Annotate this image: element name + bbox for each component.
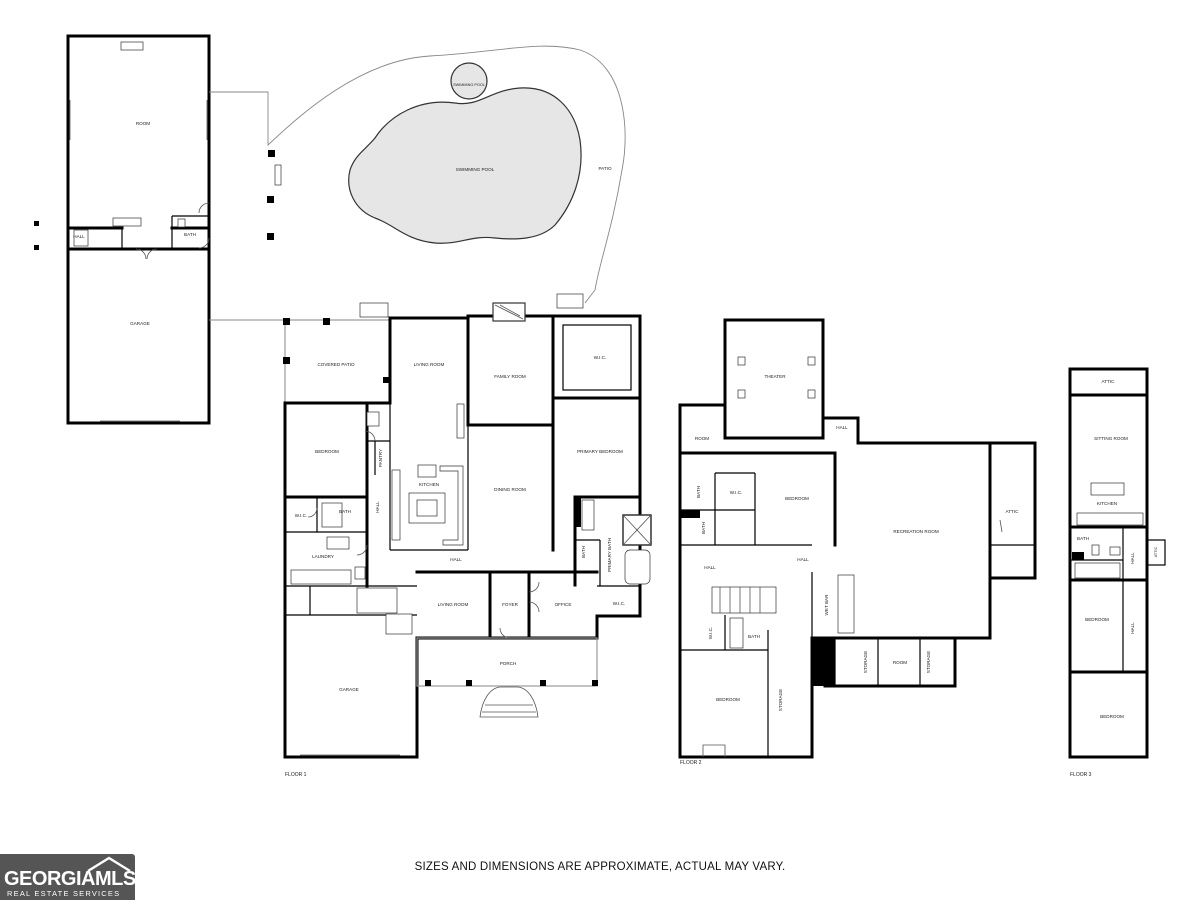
logo-tagline: REAL ESTATE SERVICES [7,889,121,898]
wic-label: W.I.C. [730,490,743,495]
attic-label: ATTIC [1102,379,1116,384]
hall-label: HALL [375,501,380,513]
covered-patio-label: COVERED PATIO [317,362,355,367]
hall-label: HALL [73,234,85,239]
bath-label: BATH [1077,536,1089,541]
bedroom-lower-label: BEDROOM [1100,714,1124,719]
floor-1: COVERED PATIO LIVING ROOM FAMILY ROOM W.… [283,293,652,778]
floor-2-label: FLOOR 2 [680,760,702,766]
wic-primary-label: W.I.C. [594,355,607,360]
primary-bath-label: PRIMARY BATH [607,538,612,572]
kitchen-label: KITCHEN [1097,501,1117,506]
bedroom-label: BEDROOM [785,496,809,501]
hall-label: HALL [704,565,716,570]
living-room-front-label: LIVING ROOM [438,602,469,607]
bath-label: BATH [184,232,196,237]
garage-label: GARAGE [339,687,359,692]
theater-label: THEATER [764,374,786,379]
hall-top-label: HALL [836,425,848,430]
living-room-label: LIVING ROOM [414,362,445,367]
attic-label: ATTIC [1006,509,1020,514]
storage-2-label: STORAGE [926,651,931,673]
logo-name: GEORGIAMLS [4,868,136,890]
wic-label: W.I.C. [295,513,308,518]
floor-3-label: FLOOR 3 [1070,772,1092,778]
outdoor-area: SWIMMING POOL SWIMMING POOL PATIO [209,45,626,321]
room-label: ROOM [136,121,150,126]
wic-lower-label: W.I.C. [708,627,713,640]
wet-bar-label: WET BAR [824,594,829,616]
dining-room-label: DINING ROOM [494,487,526,492]
garage-label: GARAGE [130,321,150,326]
bath-label: BATH [339,509,351,514]
bath-lower-label: BATH [701,522,706,534]
georgia-mls-logo: GEORGIAMLS REAL ESTATE SERVICES [0,854,136,900]
porch-label: PORCH [500,661,517,666]
hall-center-label: HALL [797,557,809,562]
bath-3-label: BATH [748,634,760,639]
large-pool [348,87,582,244]
outbuilding: ROOM GARAGE HALL BATH [34,34,211,425]
family-room-label: FAMILY ROOM [494,374,526,379]
primary-bedroom-label: PRIMARY BEDROOM [577,449,623,454]
room-small-label: ROOM [893,660,907,665]
bath-label: BATH [696,486,701,498]
laundry-label: LAUNDRY [312,554,334,559]
attic-side-label: ATTIC [1154,546,1158,557]
hall-center-label: HALL [450,557,462,562]
floor-3: ATTIC SITTING ROOM KITCHEN BATH HALL ATT… [1068,367,1166,778]
bedroom-lower-label: BEDROOM [716,697,740,702]
disclaimer-text: SIZES AND DIMENSIONS ARE APPROXIMATE, AC… [414,861,786,873]
house-icon [87,856,131,872]
floor-2: THEATER ROOM HALL BATH W.I.C. BEDROOM BA… [678,318,1037,766]
patio-label: PATIO [598,166,612,171]
bedroom-label: BEDROOM [1085,617,1109,622]
kitchen-label: KITCHEN [419,482,439,487]
small-pool [450,62,488,100]
hall-label: HALL [1130,552,1135,564]
bedroom-label: BEDROOM [315,449,339,454]
recreation-room-label: RECREATION ROOM [893,529,939,534]
foyer-label: FOYER [502,602,519,607]
floor-1-label: FLOOR 1 [285,772,307,778]
hall-lower-label: HALL [1130,622,1135,634]
bath-small-label: BATH [581,546,586,558]
storage-tall-label: STORAGE [778,689,783,711]
wic-bath-label: W.I.C. [613,601,626,606]
room-label: ROOM [695,436,709,441]
large-pool-label: SWIMMING POOL [456,167,495,172]
small-pool-label: SWIMMING POOL [453,83,485,87]
office-label: OFFICE [555,602,572,607]
storage-1-label: STORAGE [863,651,868,673]
sitting-room-label: SITTING ROOM [1094,436,1128,441]
pantry-label: PANTRY [378,449,383,467]
